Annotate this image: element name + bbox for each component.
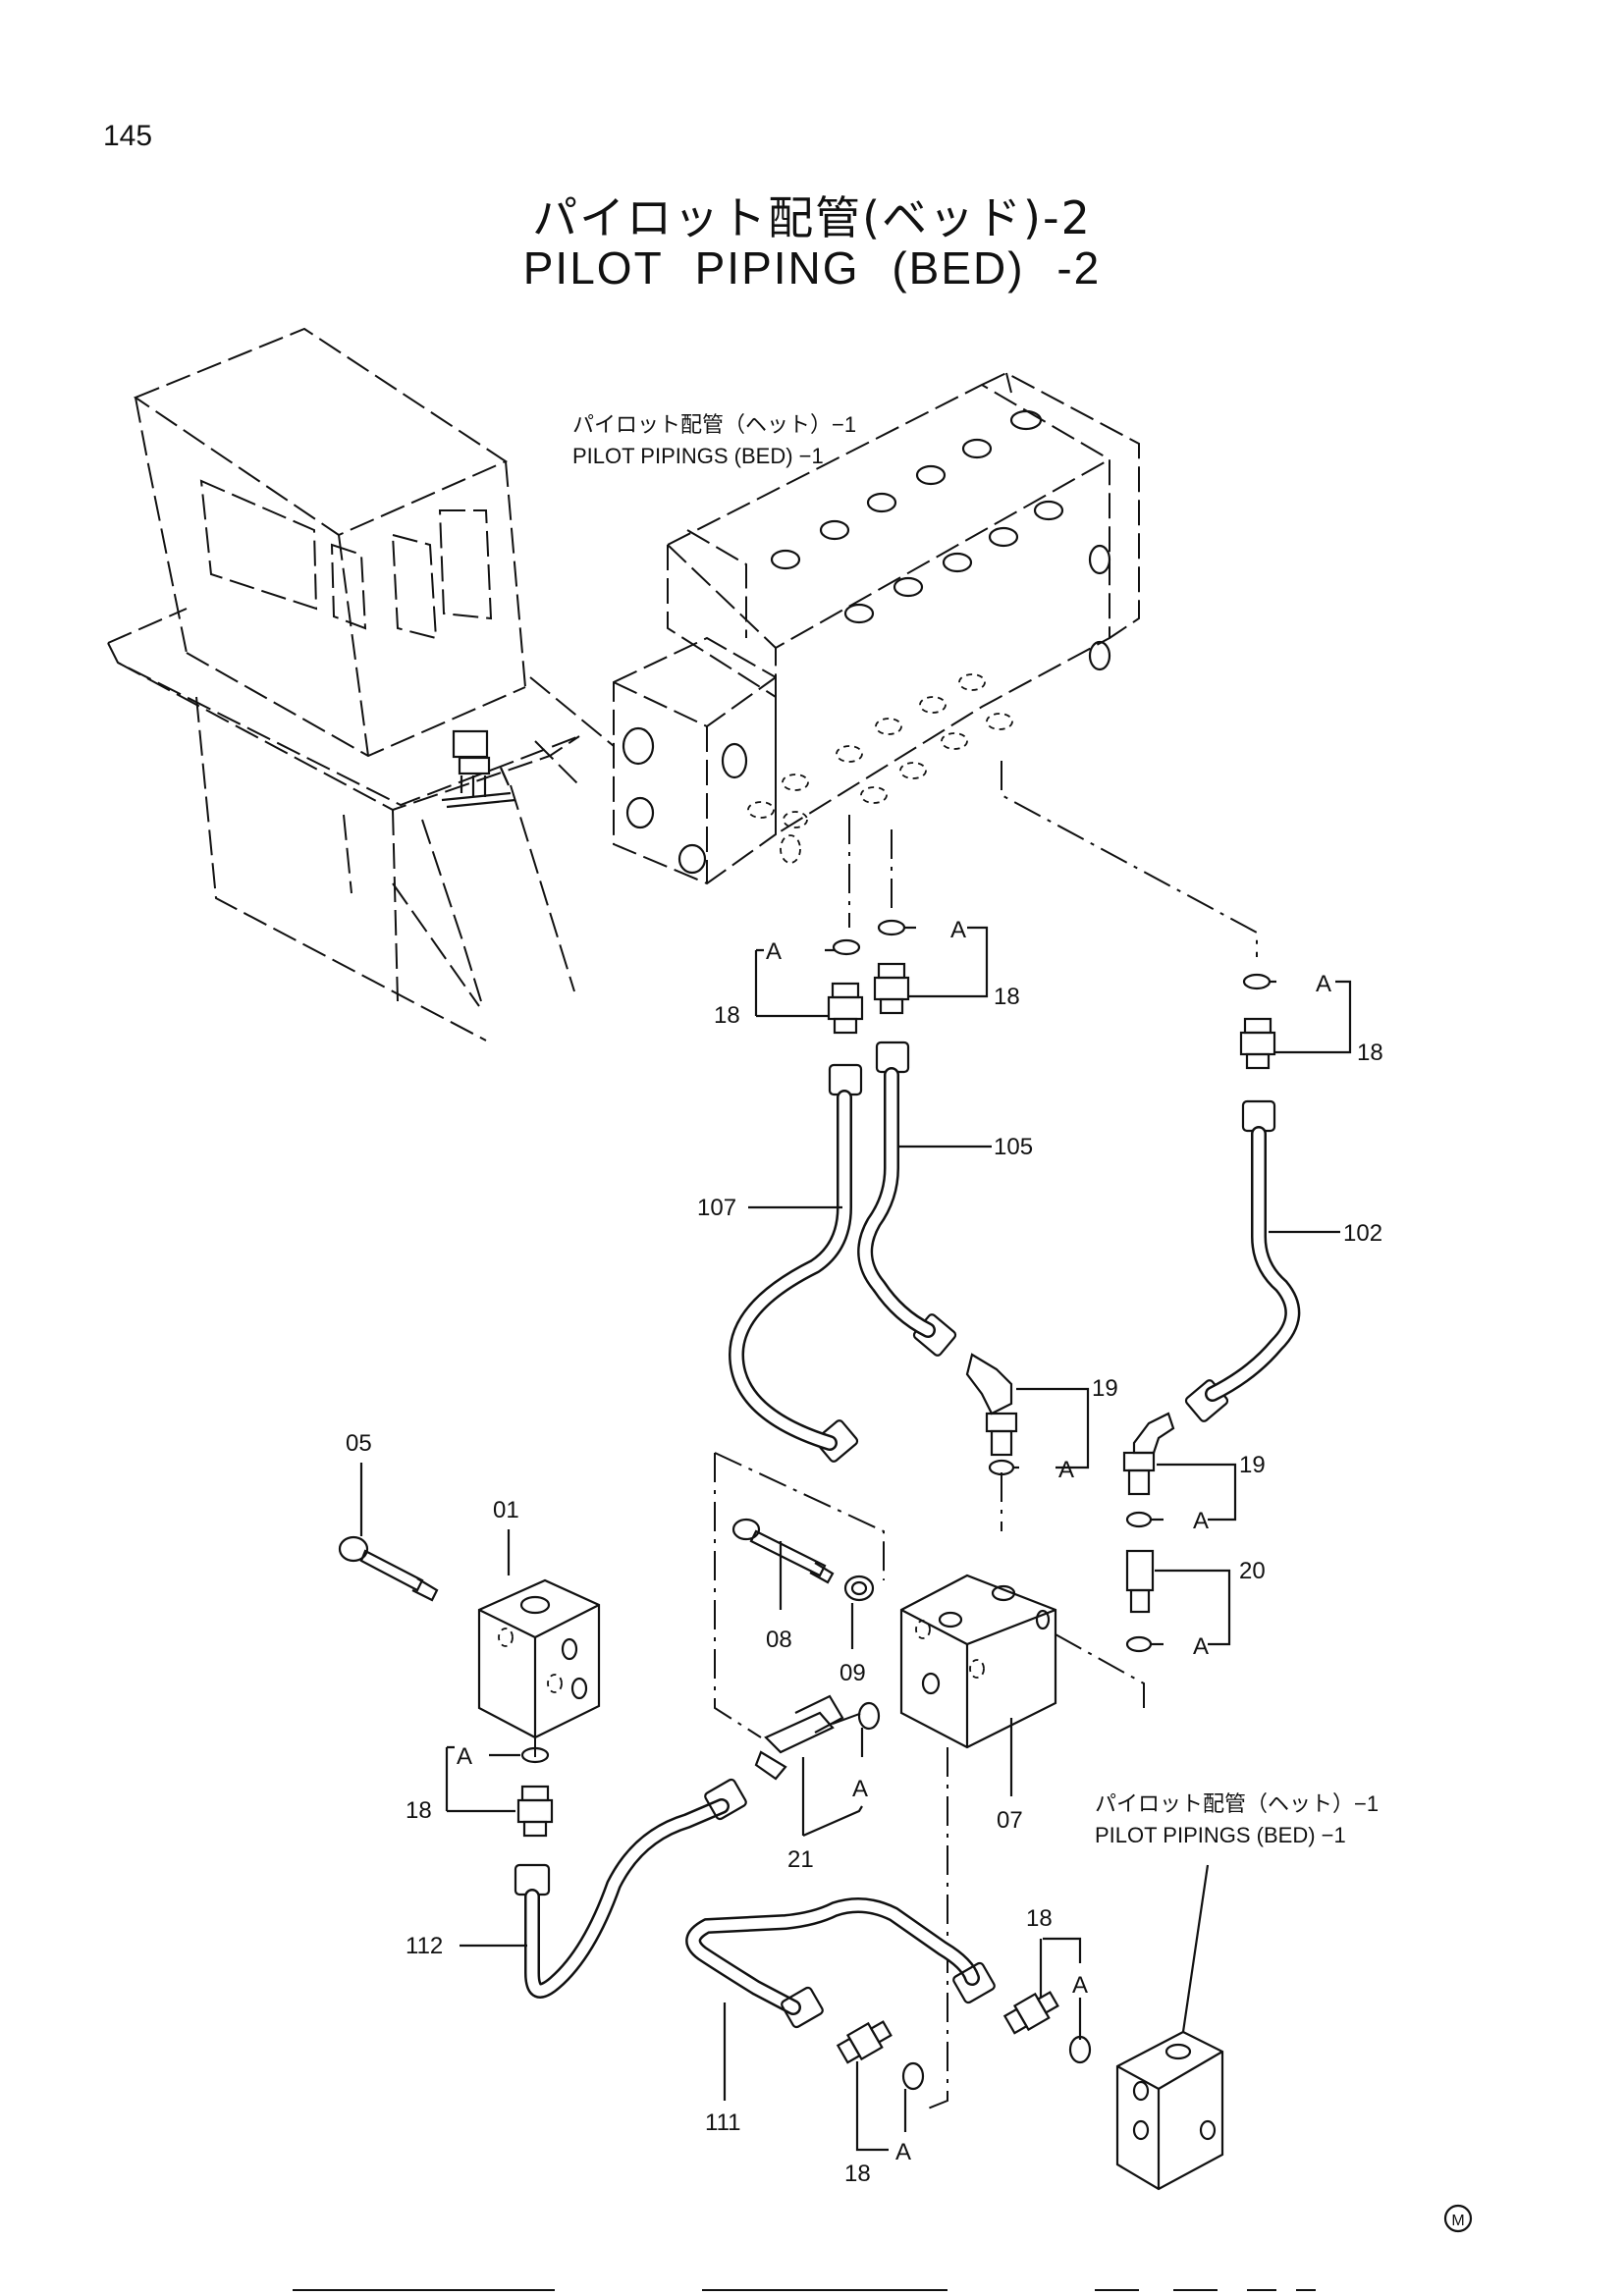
page-number: 145 — [103, 120, 153, 152]
marker-a-4: A — [1058, 1457, 1074, 1483]
ref1-jp: パイロット配管（ヘット）−1 — [572, 412, 856, 437]
label-07: 07 — [997, 1807, 1023, 1834]
label-107: 107 — [697, 1195, 736, 1221]
label-21: 21 — [787, 1846, 814, 1873]
part-labels: 18 18 18 105 107 102 19 19 20 05 01 08 0… — [346, 984, 1383, 2187]
marker-a-9: A — [895, 2139, 911, 2165]
marker-a-5: A — [1193, 1508, 1209, 1534]
lower-assembly — [338, 1452, 1224, 2191]
label-08: 08 — [766, 1627, 792, 1653]
page-title-en: PILOT PIPING (BED) -2 — [522, 242, 1102, 294]
upper-hoses — [728, 919, 1301, 1653]
label-09: 09 — [839, 1660, 866, 1686]
label-18-f: 18 — [1026, 1905, 1053, 1932]
marker-a-10: A — [1072, 1972, 1088, 1999]
marker-a-7: A — [457, 1743, 472, 1770]
label-18-d: 18 — [406, 1797, 432, 1824]
marker-a-2: A — [950, 917, 966, 943]
leader-lines — [359, 926, 1352, 2152]
label-18-b: 18 — [994, 984, 1020, 1010]
label-18-a: 18 — [714, 1002, 740, 1029]
label-19-b: 19 — [1239, 1452, 1266, 1478]
label-19-a: 19 — [1092, 1375, 1118, 1402]
ref1-en: PILOT PIPINGS (BED) −1 — [572, 444, 824, 468]
label-111: 111 — [705, 2109, 740, 2136]
detail-markers: A A A A A A A A A A — [457, 917, 1331, 2165]
marker-a-3: A — [1316, 971, 1331, 997]
marker-a-8: A — [852, 1776, 868, 1802]
label-18-c: 18 — [1357, 1040, 1383, 1066]
label-18-e: 18 — [844, 2161, 871, 2187]
label-112: 112 — [406, 1933, 443, 1959]
page-title-jp: パイロット配管(ベッド)-2 — [532, 191, 1092, 244]
marker-a-6: A — [1193, 1633, 1209, 1660]
label-05: 05 — [346, 1430, 372, 1457]
ref2-en: PILOT PIPINGS (BED) −1 — [1095, 1823, 1346, 1847]
m-mark-icon: M — [1443, 2204, 1473, 2233]
label-105: 105 — [994, 1134, 1033, 1160]
label-01: 01 — [493, 1497, 519, 1523]
control-valve — [613, 371, 1258, 957]
m-mark-text: M — [1451, 2213, 1464, 2229]
label-20: 20 — [1239, 1558, 1266, 1584]
machine-outline — [107, 327, 615, 1041]
ref2-jp: パイロット配管（ヘット）−1 — [1095, 1791, 1379, 1816]
label-102: 102 — [1343, 1220, 1382, 1247]
marker-a-1: A — [766, 938, 782, 965]
